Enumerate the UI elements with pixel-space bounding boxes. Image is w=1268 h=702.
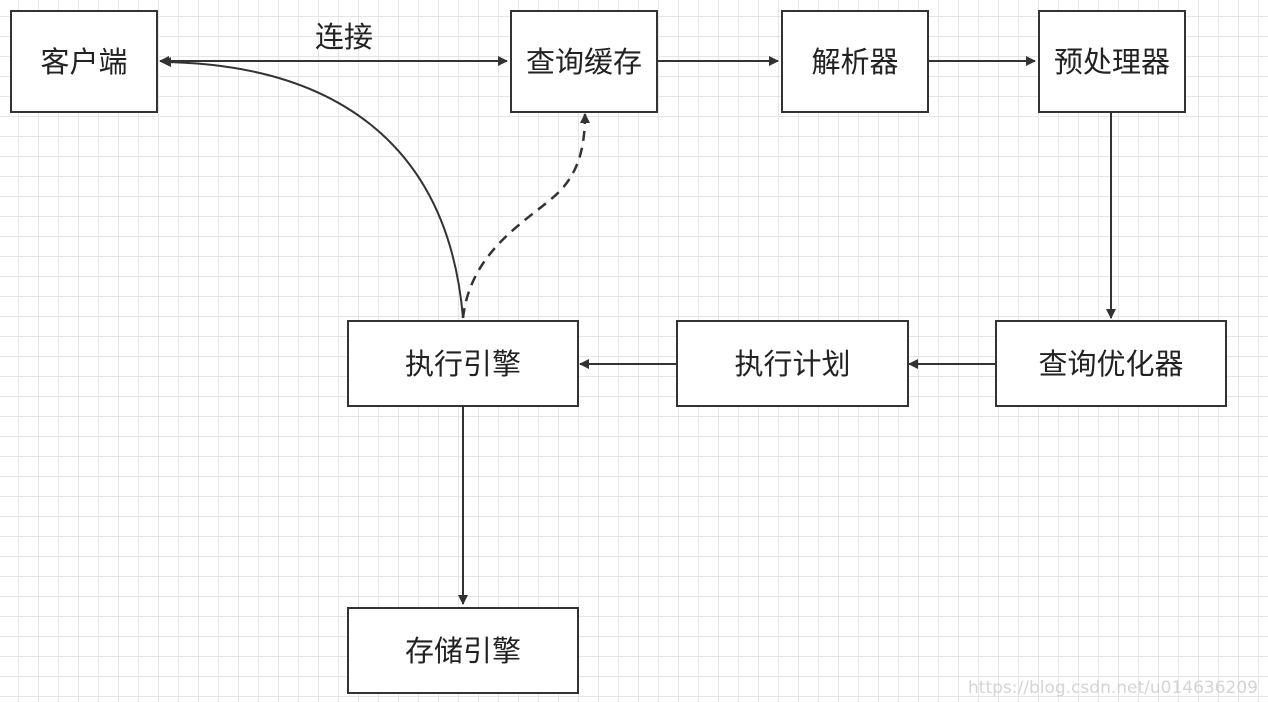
node-query-cache[interactable]: 查询缓存 (510, 10, 658, 113)
node-execution-engine[interactable]: 执行引擎 (347, 320, 579, 407)
watermark-text: https://blog.csdn.net/u014636209 (968, 678, 1258, 698)
edge-label-connect: 连接 (315, 20, 374, 54)
edge-execution-engine-client (161, 57, 464, 319)
node-execution-plan[interactable]: 执行计划 (676, 320, 909, 407)
node-parser[interactable]: 解析器 (781, 10, 929, 113)
node-storage-engine[interactable]: 存储引擎 (347, 607, 579, 694)
node-optimizer[interactable]: 查询优化器 (995, 320, 1227, 407)
edge-execution-engine-query-cache-dashed (461, 113, 590, 319)
node-preprocessor[interactable]: 预处理器 (1038, 10, 1186, 113)
node-client[interactable]: 客户端 (10, 10, 158, 113)
